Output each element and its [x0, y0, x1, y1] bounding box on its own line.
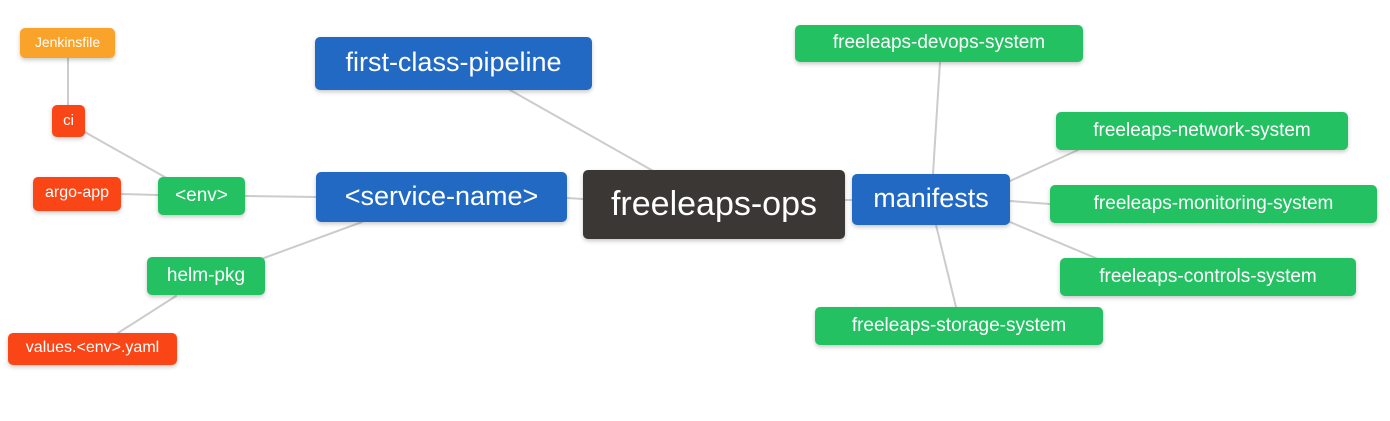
edge-manifests-to-freeleaps-storage-system	[935, 224, 957, 308]
node-service-name[interactable]: <service-name>	[316, 172, 567, 222]
node-freeleaps-controls-system[interactable]: freeleaps-controls-system	[1060, 258, 1356, 296]
node-freeleaps-monitoring-system[interactable]: freeleaps-monitoring-system	[1050, 185, 1377, 223]
edge-service-name-to-freeleaps-ops	[566, 197, 584, 200]
edge-argo-app-to-env	[120, 193, 159, 196]
node-freeleaps-devops-system[interactable]: freeleaps-devops-system	[795, 25, 1083, 62]
edge-helm-pkg-to-service-name	[263, 221, 363, 259]
edge-ci-to-env	[82, 130, 171, 181]
edge-manifests-to-freeleaps-network-system	[1009, 149, 1079, 182]
edge-manifests-to-freeleaps-monitoring-system	[1009, 200, 1051, 205]
edge-manifests-to-freeleaps-devops-system	[932, 61, 941, 175]
edge-first-class-pipeline-to-freeleaps-ops	[509, 89, 656, 173]
edge-env-to-service-name	[244, 195, 317, 198]
node-freeleaps-storage-system[interactable]: freeleaps-storage-system	[815, 307, 1103, 345]
node-env[interactable]: <env>	[158, 177, 245, 215]
node-values-env-yaml[interactable]: values.<env>.yaml	[8, 333, 177, 365]
node-jenkinsfile[interactable]: Jenkinsfile	[20, 28, 115, 58]
node-argo-app[interactable]: argo-app	[33, 177, 121, 211]
node-ci[interactable]: ci	[52, 105, 85, 137]
node-first-class-pipeline[interactable]: first-class-pipeline	[315, 37, 592, 90]
node-freeleaps-ops[interactable]: freeleaps-ops	[583, 170, 845, 239]
node-freeleaps-network-system[interactable]: freeleaps-network-system	[1056, 112, 1348, 150]
node-manifests[interactable]: manifests	[852, 174, 1010, 225]
node-helm-pkg[interactable]: helm-pkg	[147, 257, 265, 295]
edge-values-env-yaml-to-helm-pkg	[117, 295, 177, 334]
edge-manifests-to-freeleaps-controls-system	[1009, 221, 1106, 263]
